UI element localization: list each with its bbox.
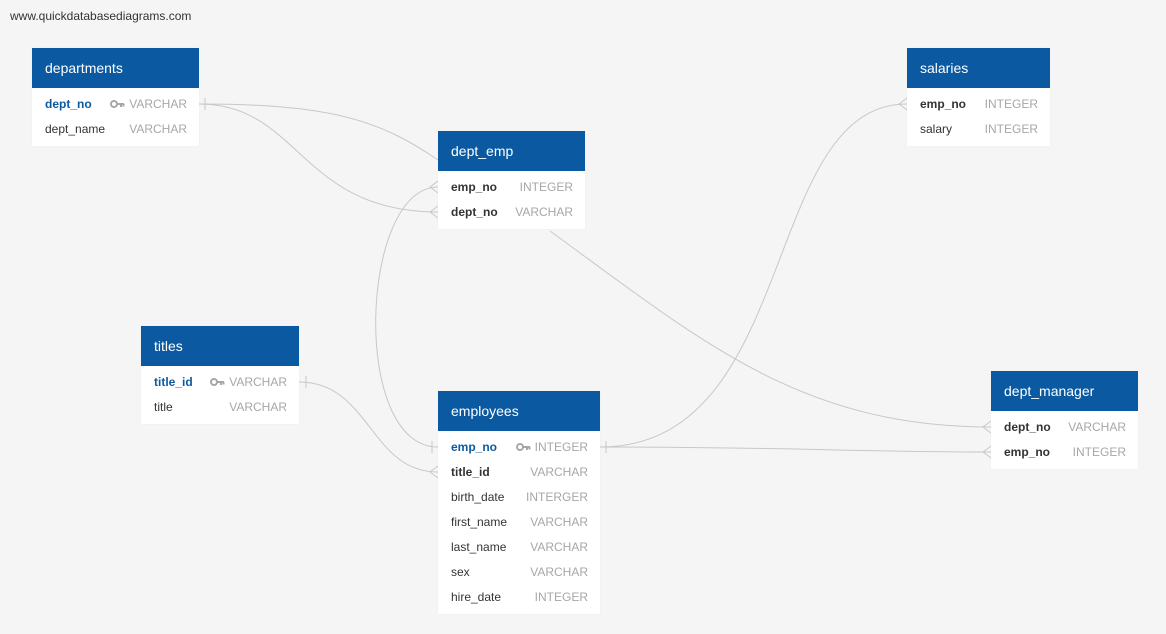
many-marker [982,445,992,459]
field-row-emp-no[interactable]: emp_no INTEGER [438,175,585,200]
table-header[interactable]: employees [438,391,600,431]
field-type: VARCHAR [530,540,588,554]
field-name: first_name [451,515,508,529]
field-type: INTEGER [515,435,588,460]
relation-employees-dept-emp-emp-no [375,186,439,448]
relation-employees-dept-manager-emp-no [599,446,992,453]
field-name: dept_no [451,205,498,219]
table-header[interactable]: dept_emp [438,131,585,171]
field-type: VARCHAR [530,515,588,529]
field-row-first-name[interactable]: first_name VARCHAR [438,510,600,535]
relation-dept-emp-dept-manager [549,230,992,428]
field-row-hire-date[interactable]: hire_date INTEGER [438,585,600,610]
field-row-title-id[interactable]: title_id VARCHAR [141,370,299,395]
field-name: sex [451,565,470,579]
field-name: birth_date [451,490,505,504]
field-row-dept-no[interactable]: dept_no VARCHAR [991,415,1138,440]
field-name: salary [920,122,953,136]
field-type: VARCHAR [110,92,187,117]
field-name: emp_no [920,97,967,111]
relation-departments-dept-emp [198,103,439,161]
field-type: INTERGER [525,490,588,504]
field-name: emp_no [1004,445,1051,459]
field-name: emp_no [451,180,498,194]
many-marker [429,205,439,219]
field-name: last_name [451,540,507,554]
field-type: INTEGER [984,122,1038,136]
field-type: VARCHAR [210,370,287,395]
field-name: title [154,400,173,414]
table-header[interactable]: titles [141,326,299,366]
field-type: INTEGER [1072,445,1126,459]
table-employees[interactable]: employees emp_no INTEGER title_id VARCHA… [438,391,600,614]
field-row-emp-no[interactable]: emp_no INTEGER [907,92,1050,117]
field-row-salary[interactable]: salary INTEGER [907,117,1050,142]
field-row-title-id[interactable]: title_id VARCHAR [438,460,600,485]
table-dept-emp[interactable]: dept_emp emp_no INTEGER dept_no VARCHAR [438,131,585,229]
field-row-last-name[interactable]: last_name VARCHAR [438,535,600,560]
key-icon [210,377,225,386]
field-type: VARCHAR [530,565,588,579]
field-name: title_id [451,465,490,479]
table-departments[interactable]: departments dept_no VARCHAR dept_name VA… [32,48,199,146]
relation-titles-employees [298,381,439,473]
field-name: emp_no [451,440,498,454]
field-type: INTEGER [984,97,1038,111]
key-icon [515,442,531,451]
field-row-dept-name[interactable]: dept_name VARCHAR [32,117,199,142]
relation-departments-dept-emp-dept-no [198,103,439,213]
key-icon [110,99,125,108]
field-type: VARCHAR [129,122,187,136]
table-header[interactable]: departments [32,48,199,88]
many-marker [429,180,439,194]
relation-employees-salaries [599,103,908,448]
field-row-dept-no[interactable]: dept_no VARCHAR [32,92,199,117]
field-type: INTEGER [519,180,573,194]
table-salaries[interactable]: salaries emp_no INTEGER salary INTEGER [907,48,1050,146]
field-type: VARCHAR [515,205,573,219]
table-titles[interactable]: titles title_id VARCHAR title VARCHAR [141,326,299,424]
field-name: hire_date [451,590,502,604]
field-row-birth-date[interactable]: birth_date INTERGER [438,485,600,510]
site-url[interactable]: www.quickdatabasediagrams.com [10,9,192,23]
field-row-emp-no[interactable]: emp_no INTEGER [438,435,600,460]
field-row-dept-no[interactable]: dept_no VARCHAR [438,200,585,225]
field-row-title[interactable]: title VARCHAR [141,395,299,420]
field-type: VARCHAR [530,465,588,479]
field-name: title_id [154,375,193,389]
field-row-sex[interactable]: sex VARCHAR [438,560,600,585]
field-type: VARCHAR [1068,420,1126,434]
table-header[interactable]: dept_manager [991,371,1138,411]
table-dept-manager[interactable]: dept_manager dept_no VARCHAR emp_no INTE… [991,371,1138,469]
field-name: dept_name [45,122,106,136]
table-header[interactable]: salaries [907,48,1050,88]
field-type: INTEGER [534,590,588,604]
field-type: VARCHAR [229,400,287,414]
many-marker [982,420,992,434]
many-marker [429,465,439,479]
field-name: dept_no [1004,420,1051,434]
field-row-emp-no[interactable]: emp_no INTEGER [991,440,1138,465]
field-name: dept_no [45,97,92,111]
many-marker [898,97,908,111]
